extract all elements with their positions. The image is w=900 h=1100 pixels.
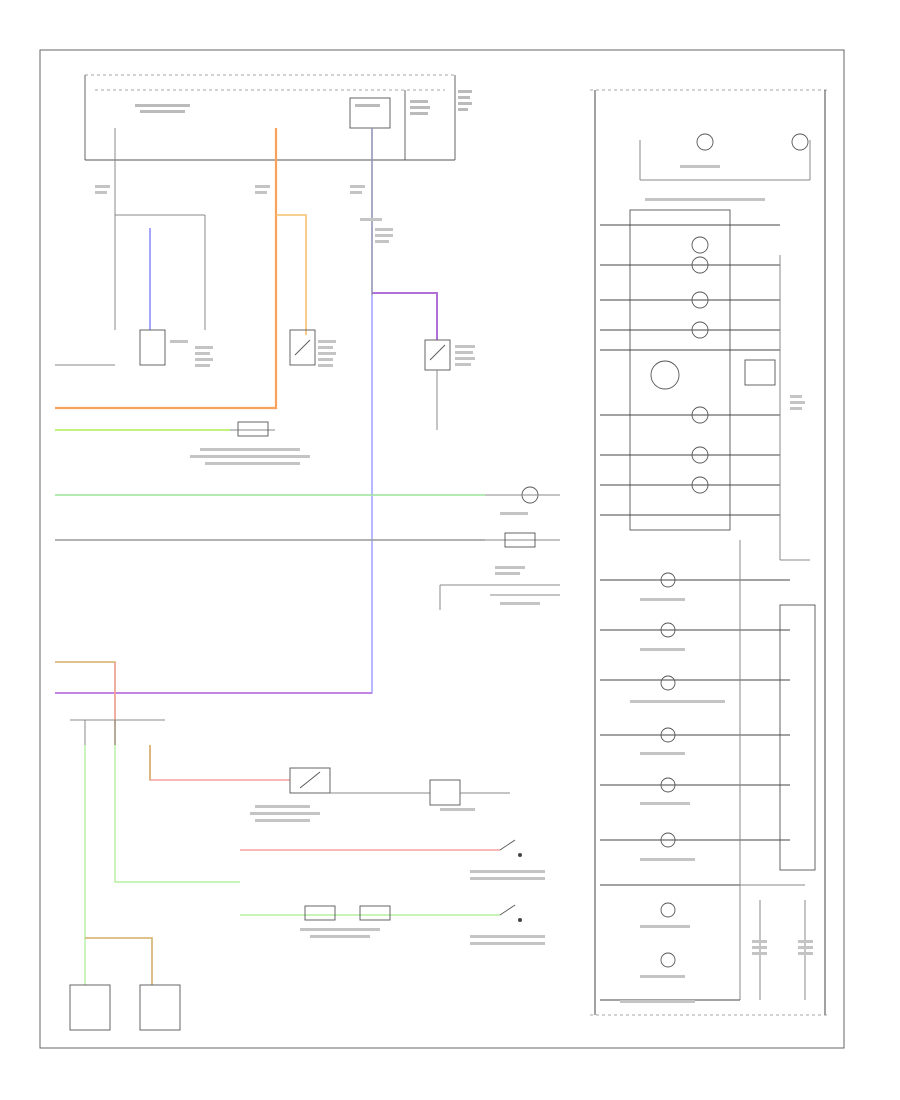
top-module-box xyxy=(84,74,472,161)
wire-tan-3 xyxy=(85,937,153,985)
left-circuit xyxy=(55,128,560,1031)
wire-purple xyxy=(372,292,438,340)
wire-orange xyxy=(55,128,278,410)
wire-orange-branch xyxy=(276,214,307,335)
diagram-frame xyxy=(39,49,845,1049)
instrument-cluster xyxy=(590,89,830,1016)
wire-pink-1 xyxy=(149,745,290,781)
wire-blue-main xyxy=(55,128,373,694)
label-marks xyxy=(95,165,813,1003)
wires xyxy=(55,128,500,985)
wire-lightgreen-1 xyxy=(114,745,240,883)
